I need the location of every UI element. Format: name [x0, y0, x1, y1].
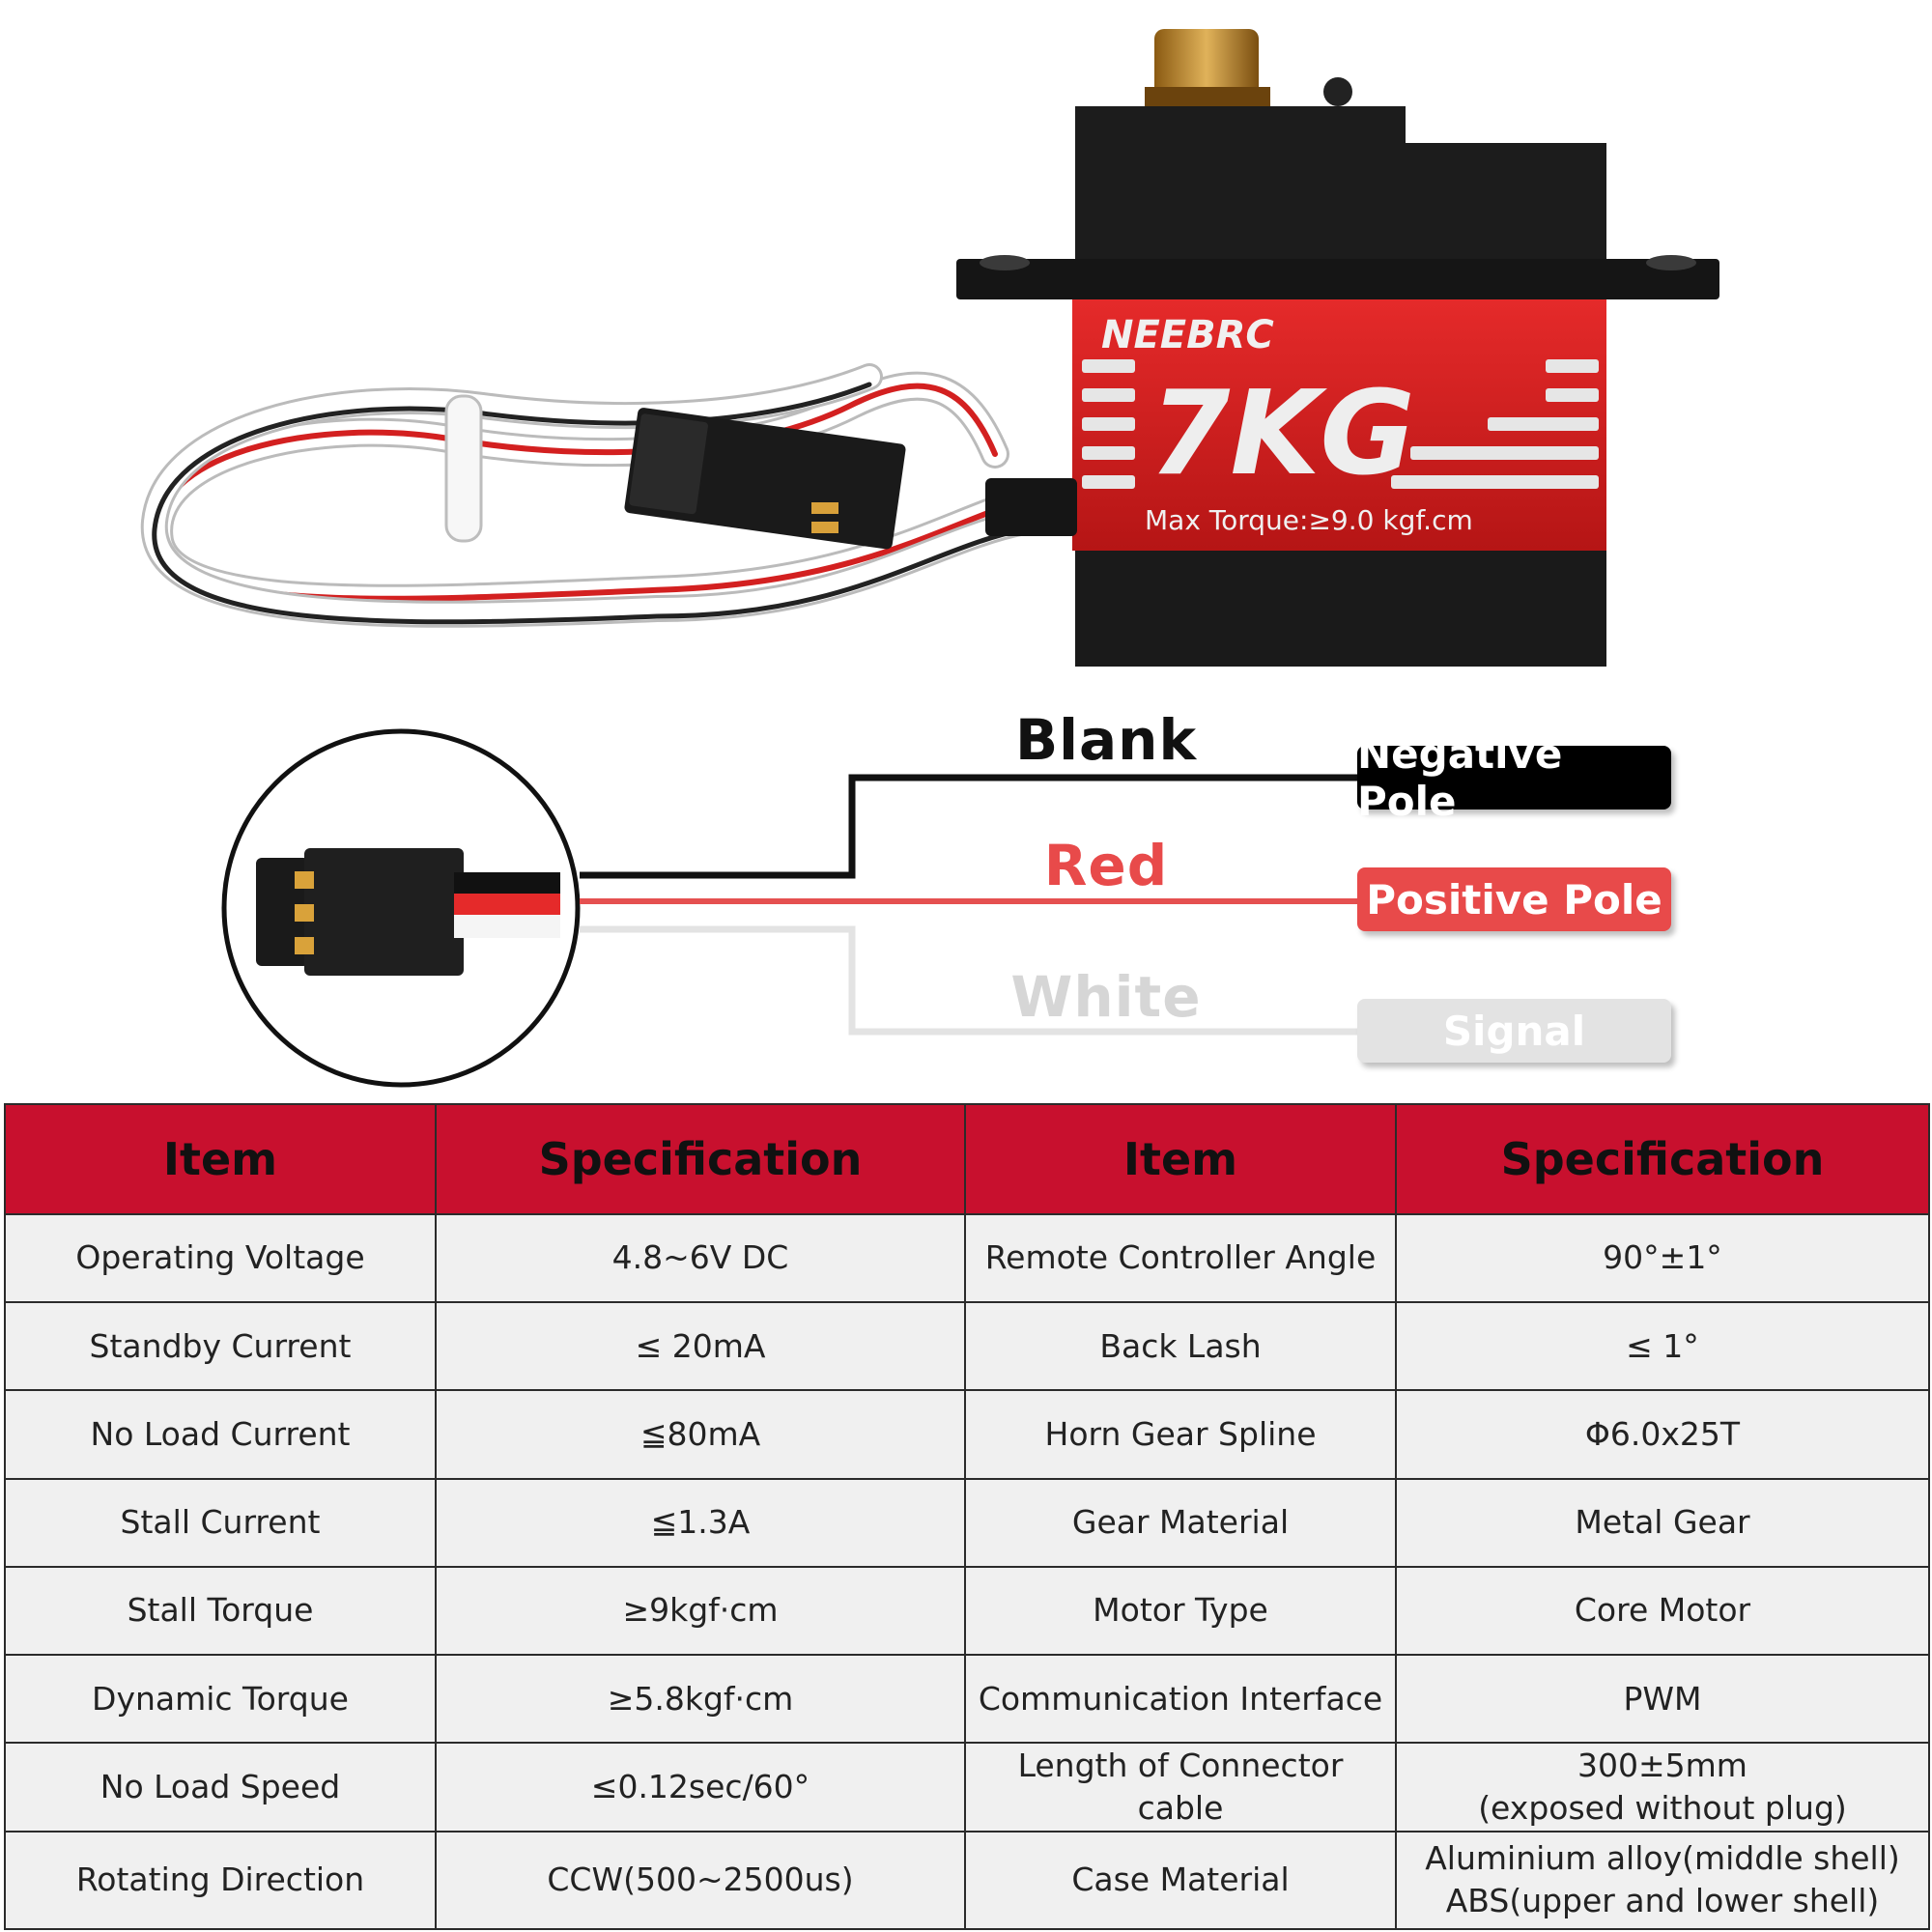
servo-cable: [140, 363, 1048, 628]
table-row: Rotating Direction CCW(500~2500us) Case …: [4, 1830, 1930, 1931]
spec-cell: ≦80mA: [435, 1389, 966, 1480]
item-cell: Stall Current: [4, 1477, 437, 1568]
servo-torque-label: Max Torque:≥9.0 kgf.cm: [1145, 504, 1473, 536]
spec-line: (exposed without plug): [1478, 1789, 1847, 1828]
item-cell: Motor Type: [964, 1565, 1397, 1657]
spec-cell: CCW(500~2500us): [435, 1830, 966, 1931]
wiring-diagram: [221, 728, 1357, 1088]
servo-brand-logo: NEEBRC: [1101, 313, 1274, 357]
item-cell: No Load Speed: [4, 1742, 437, 1833]
spec-cell: Core Motor: [1395, 1565, 1930, 1657]
item-cell: Stall Torque: [4, 1565, 437, 1657]
item-cell: Operating Voltage: [4, 1212, 437, 1304]
spec-cell: ≦1.3A: [435, 1477, 966, 1568]
spec-line: Aluminium alloy(middle shell): [1425, 1838, 1900, 1877]
spec-cell: PWM: [1395, 1654, 1930, 1745]
servo-product-image: NEEBRC 7KG Max Torque:≥9.0 kgf.cm: [140, 29, 1719, 667]
spec-cell: ≥5.8kgf·cm: [435, 1654, 966, 1745]
spec-cell: ≤ 20mA: [435, 1301, 966, 1392]
table-row: Stall Torque ≥9kgf·cm Motor Type Core Mo…: [4, 1565, 1930, 1657]
spec-cell: ≥9kgf·cm: [435, 1565, 966, 1657]
signal-badge: Signal: [1357, 999, 1671, 1063]
wire-name-red: Red: [1043, 833, 1169, 898]
table-row: No Load Speed ≤0.12sec/60° Length of Con…: [4, 1742, 1930, 1833]
table-row: Standby Current ≤ 20mA Back Lash ≤ 1°: [4, 1301, 1930, 1392]
table-row: Stall Current ≦1.3A Gear Material Metal …: [4, 1477, 1930, 1568]
spec-line: ABS(upper and lower shell): [1445, 1882, 1880, 1920]
spec-line: 300±5mm: [1577, 1746, 1747, 1784]
item-cell: Communication Interface: [964, 1654, 1397, 1745]
spec-cell: Aluminium alloy(middle shell) ABS(upper …: [1395, 1830, 1930, 1931]
table-row: Dynamic Torque ≥5.8kgf·cm Communication …: [4, 1654, 1930, 1745]
negative-pole-badge: Negative Pole: [1357, 730, 1671, 825]
item-cell: Length of Connector cable: [964, 1742, 1397, 1833]
white-wire-line: [580, 925, 1357, 1036]
header-item-right: Item: [964, 1103, 1397, 1215]
connector-closeup: [256, 848, 560, 976]
spec-cell: 4.8~6V DC: [435, 1212, 966, 1304]
item-cell: Back Lash: [964, 1301, 1397, 1392]
black-wire-line: [580, 774, 1357, 879]
item-cell: Case Material: [964, 1830, 1397, 1931]
spec-cell: Metal Gear: [1395, 1477, 1930, 1568]
table-row: No Load Current ≦80mA Horn Gear Spline Φ…: [4, 1389, 1930, 1480]
servo-connector: [624, 408, 906, 550]
servo-body: NEEBRC 7KG Max Torque:≥9.0 kgf.cm: [956, 29, 1719, 667]
item-cell: No Load Current: [4, 1389, 437, 1480]
spec-cell: Φ6.0x25T: [1395, 1389, 1930, 1480]
positive-pole-badge: Positive Pole: [1357, 867, 1671, 931]
spec-cell: 300±5mm (exposed without plug): [1395, 1742, 1930, 1833]
servo-model-label: 7KG: [1150, 367, 1415, 501]
spec-table: Item Specification Item Specification Op…: [4, 1103, 1930, 1931]
item-cell: Standby Current: [4, 1301, 437, 1392]
spec-cell: 90°±1°: [1395, 1212, 1930, 1304]
header-spec-right: Specification: [1395, 1103, 1930, 1215]
item-cell: Dynamic Torque: [4, 1654, 437, 1745]
header-item-left: Item: [4, 1103, 437, 1215]
item-cell: Gear Material: [964, 1477, 1397, 1568]
item-cell: Horn Gear Spline: [964, 1389, 1397, 1480]
item-cell: Remote Controller Angle: [964, 1212, 1397, 1304]
table-row: Operating Voltage 4.8~6V DC Remote Contr…: [4, 1212, 1930, 1304]
wire-name-black: Blank: [1014, 707, 1198, 773]
spec-cell: ≤0.12sec/60°: [435, 1742, 966, 1833]
wire-name-white: White: [1010, 964, 1202, 1030]
item-cell: Rotating Direction: [4, 1830, 437, 1931]
spec-cell: ≤ 1°: [1395, 1301, 1930, 1392]
spec-table-header-row: Item Specification Item Specification: [4, 1103, 1930, 1215]
header-spec-left: Specification: [435, 1103, 966, 1215]
